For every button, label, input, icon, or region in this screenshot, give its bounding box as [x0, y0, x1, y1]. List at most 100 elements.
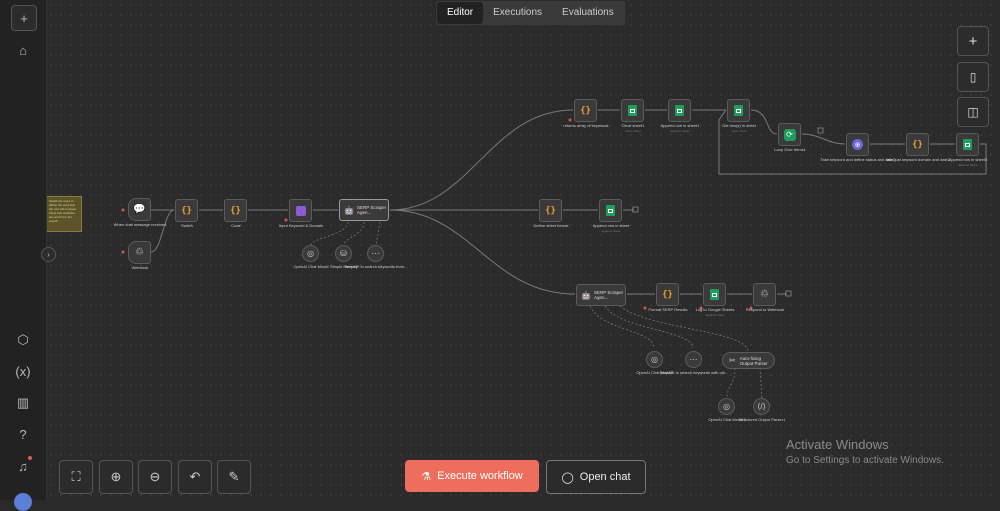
node-label: OpenAI Chat Model	[293, 264, 329, 269]
add-node-button[interactable]: +	[957, 26, 989, 56]
node-label: SerpAPI to search keywords from...	[344, 264, 408, 269]
open-chat-button[interactable]: ◯ Open chat	[546, 460, 646, 494]
undo-button[interactable]: ↶	[178, 460, 212, 494]
tab-executions[interactable]: Executions	[493, 7, 543, 18]
notifications-icon[interactable]: ♫	[11, 454, 35, 478]
node-sublabel: clear: sheet	[625, 129, 641, 133]
home-icon[interactable]: ⌂	[19, 42, 27, 58]
connection-loop-take	[801, 133, 846, 145]
node-code[interactable]: {}	[224, 199, 247, 222]
node-label: Input Keyword & Domain	[278, 223, 324, 228]
serpapi-icon: ⋯	[371, 249, 380, 258]
node-openai-model-1[interactable]: ◎	[646, 351, 663, 368]
tidy-up-icon: ✎	[228, 469, 240, 484]
insights-icon[interactable]: ▥	[16, 395, 30, 410]
tab-evaluations[interactable]: Evaluations	[562, 7, 614, 18]
node-label: Simple Memory	[330, 264, 358, 269]
node-structured-parser[interactable]: ⟨/⟩	[753, 398, 770, 415]
node-label: Append row in sheet	[592, 223, 630, 228]
node-get-rows[interactable]	[727, 99, 750, 122]
code-icon: {}	[662, 289, 673, 300]
watermark-title: Activate Windows	[786, 437, 889, 452]
node-format-serp[interactable]: {}	[656, 283, 679, 306]
node-label: Get row(s) in sheet	[722, 123, 756, 128]
code-icon: {}	[181, 205, 192, 216]
subconnection-memory	[343, 221, 365, 246]
connection-agent-bot	[389, 209, 576, 295]
node-sublabel: append: sheet	[670, 129, 690, 133]
webhook-icon: ♲	[135, 247, 144, 258]
tab-editor[interactable]: Editor	[437, 2, 484, 24]
node-serpapi[interactable]: ⋯	[367, 245, 384, 262]
node-loop-over-items[interactable]: ⟳	[778, 123, 801, 146]
node-chat-trigger[interactable]: 💬	[128, 198, 151, 221]
connection-agent-top	[389, 109, 574, 211]
code-icon: {}	[230, 205, 241, 216]
serpapi-icon: ⋯	[689, 355, 698, 364]
code-icon: {}	[580, 105, 591, 116]
plus-icon[interactable]: +	[11, 5, 37, 31]
plus-icon: +	[968, 32, 978, 50]
node-auto-fixing-parser[interactable]: ✂ Auto-fixing Output Parser	[722, 352, 775, 369]
node-simple-memory[interactable]: ⛁	[335, 245, 352, 262]
node-append-row[interactable]	[599, 199, 622, 222]
add-sticky-button[interactable]: ▯	[957, 62, 989, 92]
node-serpapi-2[interactable]: ⋯	[685, 351, 702, 368]
node-label: Append row in sheet3	[948, 157, 988, 162]
help-icon[interactable]: ?	[19, 426, 27, 442]
node-switch[interactable]: {}	[175, 199, 198, 222]
sheets-icon	[675, 105, 684, 116]
connection-get-loop	[750, 109, 778, 135]
user-avatar[interactable]	[14, 493, 32, 511]
toggle-panel-button[interactable]: ◫	[957, 97, 989, 127]
webhook-icon: ♲	[760, 289, 769, 300]
node-label: Log to Google Sheets	[695, 307, 735, 312]
node-clear-sheet[interactable]	[621, 99, 644, 122]
openai-icon: ◎	[307, 249, 314, 258]
variables-icon[interactable]: (x)	[15, 363, 31, 379]
subconnection-serp	[375, 221, 381, 246]
execute-workflow-button[interactable]: ⚗ Execute workflow	[405, 460, 539, 492]
watermark-subtitle: Go to Settings to activate Windows.	[786, 455, 944, 466]
zoom-in-button[interactable]: ⊕	[99, 460, 133, 494]
chat-icon: 💬	[133, 204, 146, 215]
fit-view-icon: ⛶	[71, 469, 81, 484]
node-serp-agent-2[interactable]: 🤖 SERP Scraper Agen...	[576, 284, 626, 306]
memory-icon: ⛁	[340, 249, 347, 258]
zoom-out-button[interactable]: ⊖	[138, 460, 172, 494]
expand-sidebar-icon[interactable]: ›	[41, 247, 56, 262]
node-openai-model-2[interactable]: ◎	[718, 398, 735, 415]
workflow-canvas[interactable]	[46, 0, 1000, 500]
node-input-keyword[interactable]	[289, 199, 312, 222]
left-sidebar: + ⌂ ⬡ (x) ▥ ? ♫	[0, 0, 47, 511]
agent-icon: 🤖	[581, 290, 591, 300]
node-webhook[interactable]: ♲	[128, 241, 151, 264]
agent-icon: 🤖	[344, 205, 354, 215]
node-label: Loop Over Items1	[774, 147, 806, 152]
view-tabs: Editor Executions Evaluations	[436, 1, 625, 25]
tidy-up-button[interactable]: ✎	[217, 460, 251, 494]
flask-icon: ⚗	[421, 470, 432, 483]
code-icon: {}	[545, 205, 556, 216]
node-take-just-keyword[interactable]: {}	[906, 133, 929, 156]
sticky-note[interactable]: Switch the input to define the area that…	[46, 196, 82, 232]
node-respond-webhook[interactable]: ♲	[753, 283, 776, 306]
zoom-in-icon: ⊕	[110, 469, 122, 484]
node-openai-model[interactable]: ◎	[302, 245, 319, 262]
node-log-google-sheets[interactable]	[703, 283, 726, 306]
node-label: OpenAI Chat Model1	[636, 370, 674, 375]
openai-icon: ◎	[651, 355, 658, 364]
fit-view-button[interactable]: ⛶	[59, 460, 93, 494]
connections-layer	[121, 109, 987, 399]
node-append-row-1[interactable]	[668, 99, 691, 122]
templates-icon[interactable]: ⬡	[17, 332, 29, 347]
node-append-row-3[interactable]	[956, 133, 979, 156]
node-take-keyword[interactable]: ⊕	[846, 133, 869, 156]
node-label: Switch	[181, 223, 193, 228]
node-label: take just keyword domain and date2	[885, 157, 951, 162]
node-serp-agent[interactable]: 🤖 SERP Scraper Agen...	[339, 199, 389, 221]
node-sublabel: append: sheet	[601, 229, 621, 233]
node-define-sheet-format[interactable]: {}	[539, 199, 562, 222]
chat-bubble-icon: ◯	[561, 471, 574, 484]
node-returns-keywords[interactable]: {}	[574, 99, 597, 122]
